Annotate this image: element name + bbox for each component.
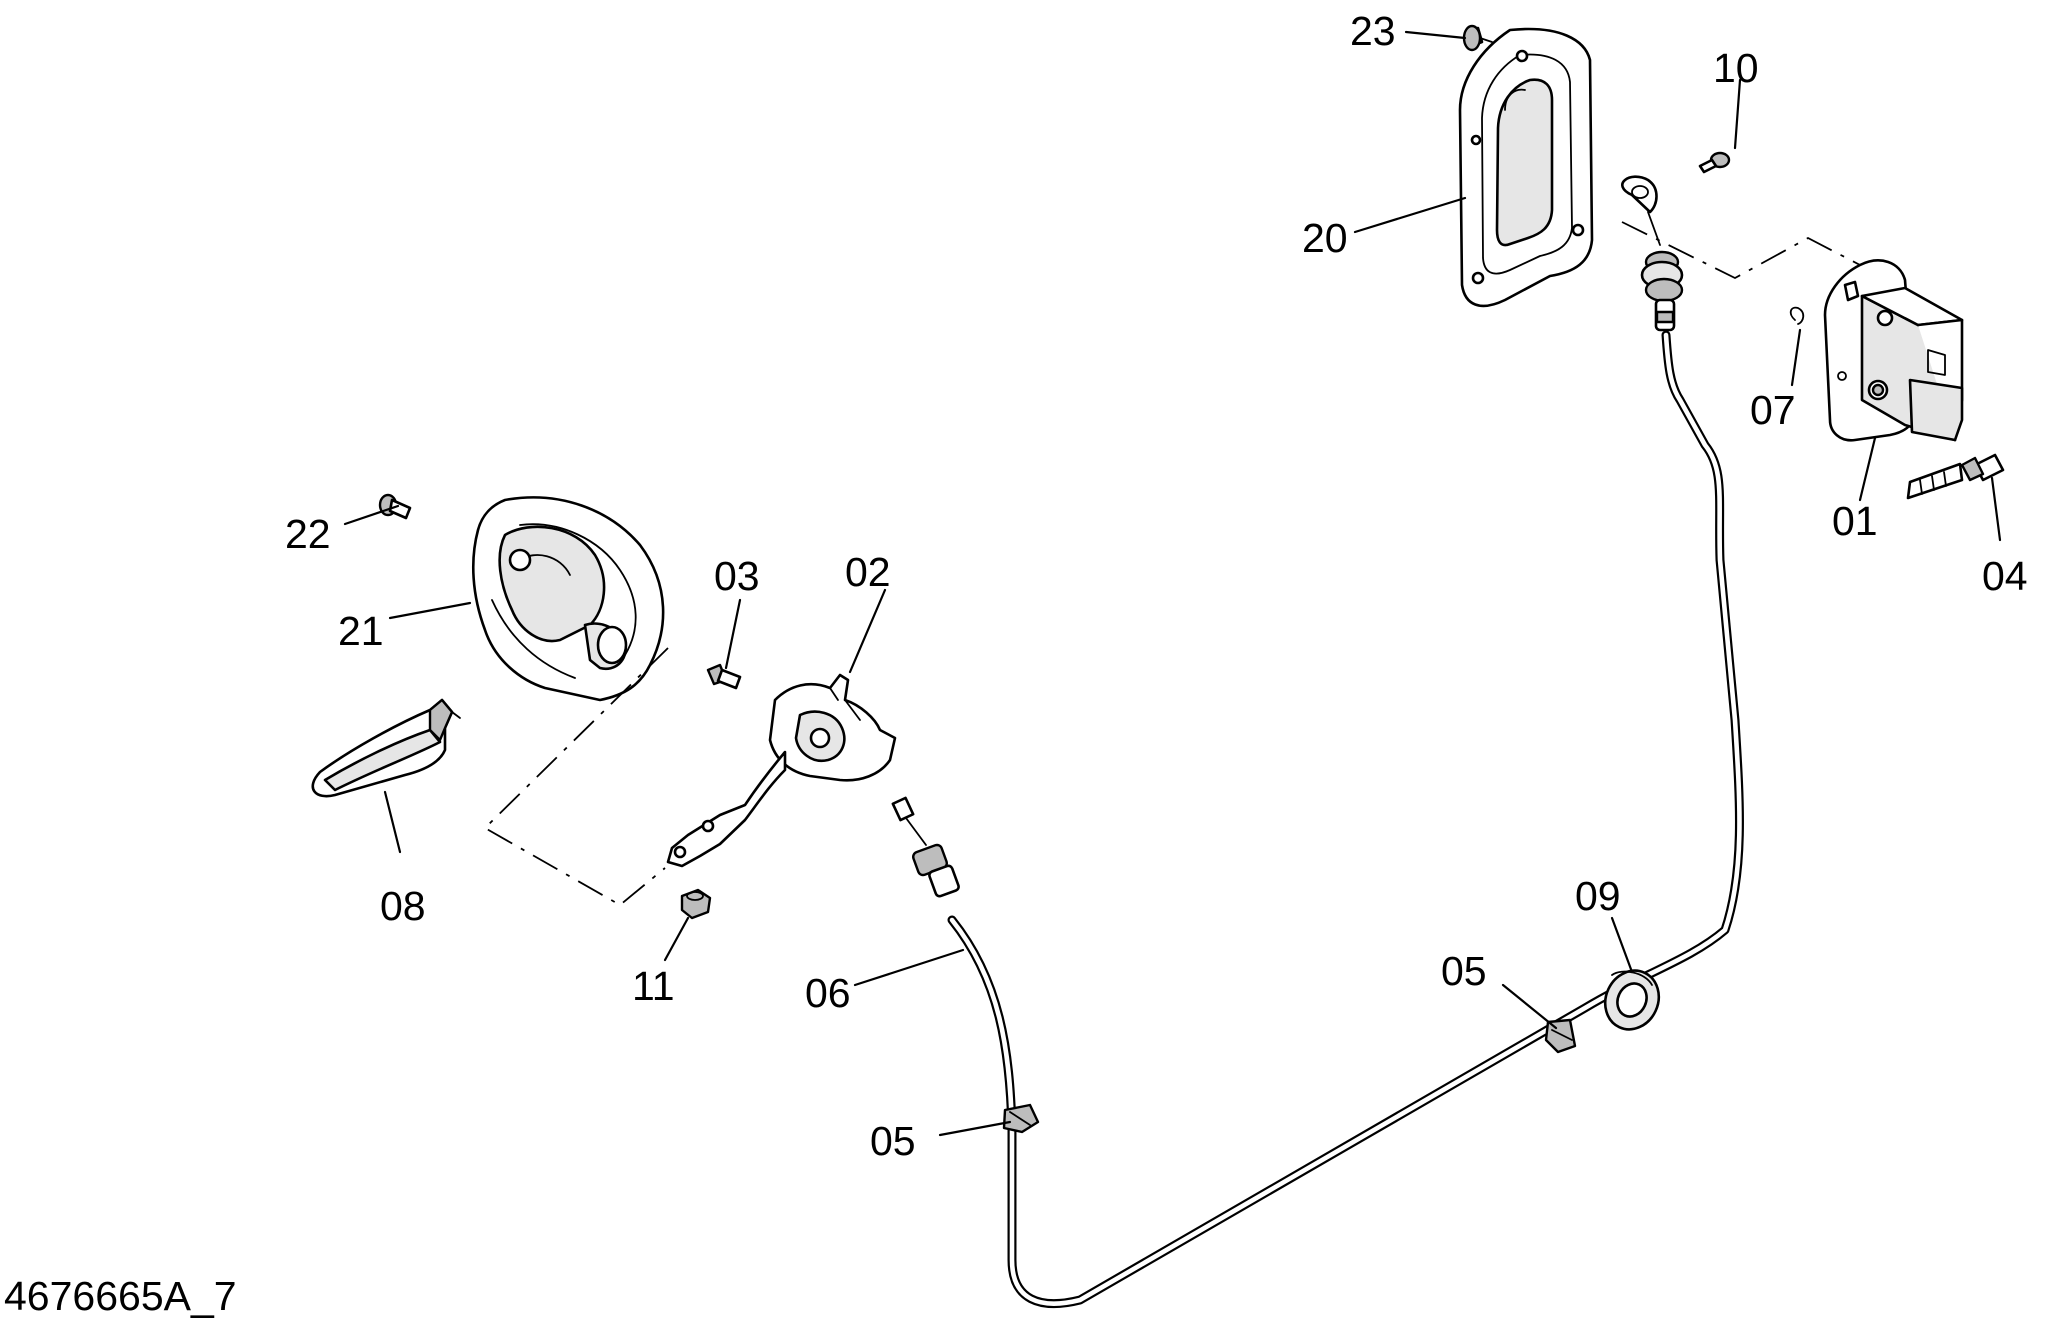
callout-05-lower: 05 — [870, 1118, 916, 1164]
handle-lever — [311, 698, 461, 798]
leader-lines — [343, 30, 2002, 1137]
assembly-lines — [483, 221, 1861, 907]
callout-08: 08 — [380, 883, 426, 929]
screw-10 — [1698, 151, 1731, 174]
callout-10: 10 — [1713, 45, 1759, 91]
callout-06: 06 — [805, 970, 851, 1016]
cable-clip-upper — [1544, 1018, 1577, 1054]
bolt-04 — [1906, 453, 2005, 500]
cable-end-fitting-upper — [1621, 175, 1684, 332]
drawing-number: 4676665A_7 — [4, 1273, 237, 1319]
callout-01: 01 — [1832, 498, 1878, 544]
grommet — [1603, 969, 1661, 1031]
callout-21: 21 — [338, 608, 384, 654]
release-latch-02 — [666, 673, 897, 868]
callout-20: 20 — [1302, 215, 1348, 261]
callout-05-upper: 05 — [1441, 948, 1487, 994]
cable-clip-lower — [1002, 1103, 1040, 1134]
cable-end-fitting-lower — [891, 796, 960, 898]
nut-11 — [680, 888, 712, 920]
retaining-clip-07 — [1789, 306, 1805, 325]
handle-recess-plate — [1458, 27, 1594, 308]
callout-23: 23 — [1350, 8, 1396, 54]
release-cable — [947, 330, 1744, 1309]
callout-09: 09 — [1575, 873, 1621, 919]
screw-23 — [1462, 24, 1493, 52]
bolt-03 — [706, 663, 742, 690]
callout-03: 03 — [714, 553, 760, 599]
latch-assembly-01 — [1823, 259, 1964, 442]
handle-housing — [471, 496, 665, 702]
callout-11: 11 — [632, 963, 675, 1009]
callout-labels: 23 20 10 07 01 04 02 03 22 21 08 11 06 0… — [285, 8, 2028, 1164]
callout-02: 02 — [845, 549, 891, 595]
callout-07: 07 — [1750, 387, 1796, 433]
callout-04: 04 — [1982, 553, 2028, 599]
callout-22: 22 — [285, 511, 331, 557]
